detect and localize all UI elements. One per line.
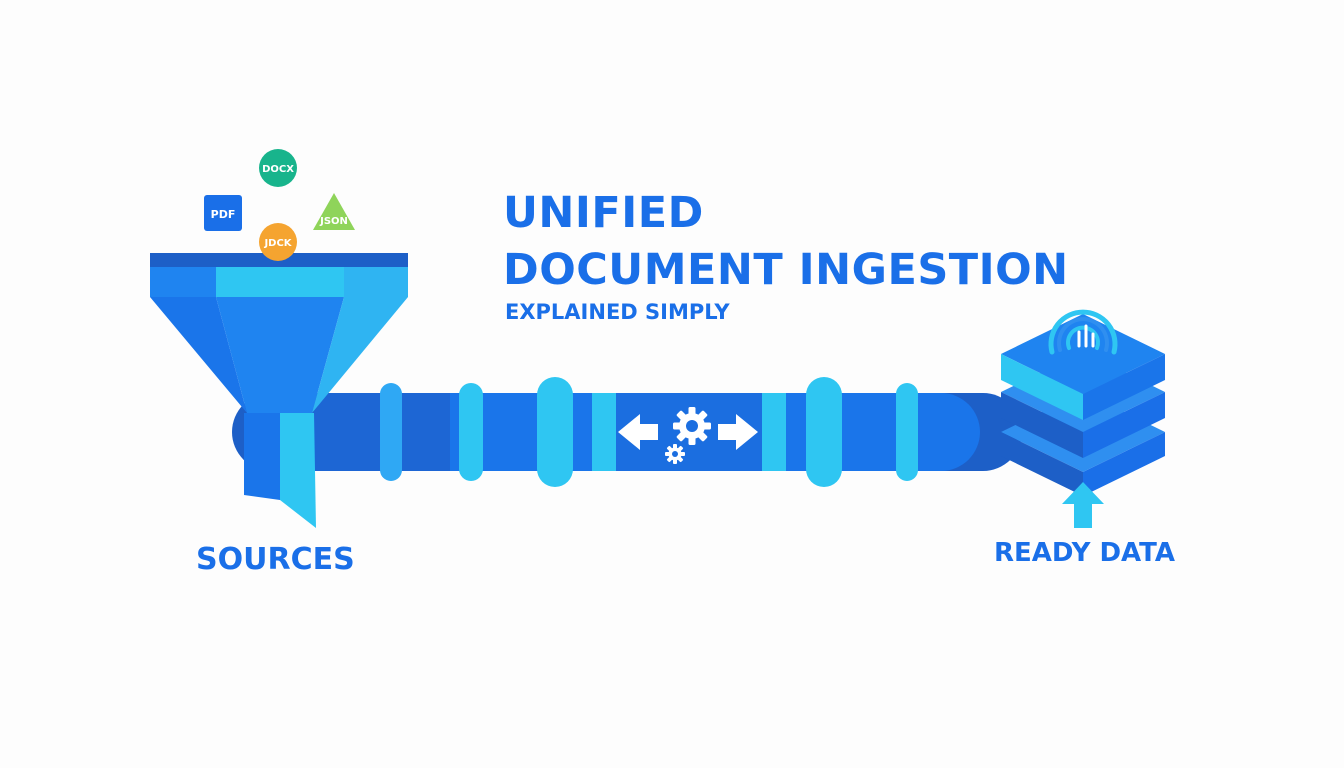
- docx-badge-label: DOCX: [262, 164, 294, 175]
- pipeline-icon: [232, 377, 1022, 487]
- json-badge-label: JSON: [319, 216, 348, 227]
- ready-data-label: READY DATA: [994, 538, 1175, 568]
- arrow-up-icon: [1062, 482, 1104, 528]
- signal-icon: [1048, 309, 1118, 355]
- gear-icon: [665, 407, 711, 464]
- arrow-right-icon: [718, 414, 758, 450]
- docx-file-badge: DOCX: [259, 149, 297, 187]
- pdf-file-badge: PDF: [204, 195, 242, 231]
- arrow-left-icon: [618, 414, 658, 450]
- sources-label: SOURCES: [196, 542, 355, 577]
- jdck-file-badge: JDCK: [259, 223, 297, 261]
- title-line-1: UNIFIED: [503, 188, 704, 238]
- title-line-2: DOCUMENT INGESTION: [503, 245, 1069, 295]
- json-file-badge: JSON: [313, 193, 355, 230]
- pdf-badge-label: PDF: [211, 208, 236, 221]
- database-stack-icon: [1001, 314, 1165, 496]
- jdck-badge-label: JDCK: [263, 238, 292, 249]
- subtitle: EXPLAINED SIMPLY: [505, 300, 730, 324]
- funnel-icon: [150, 253, 408, 528]
